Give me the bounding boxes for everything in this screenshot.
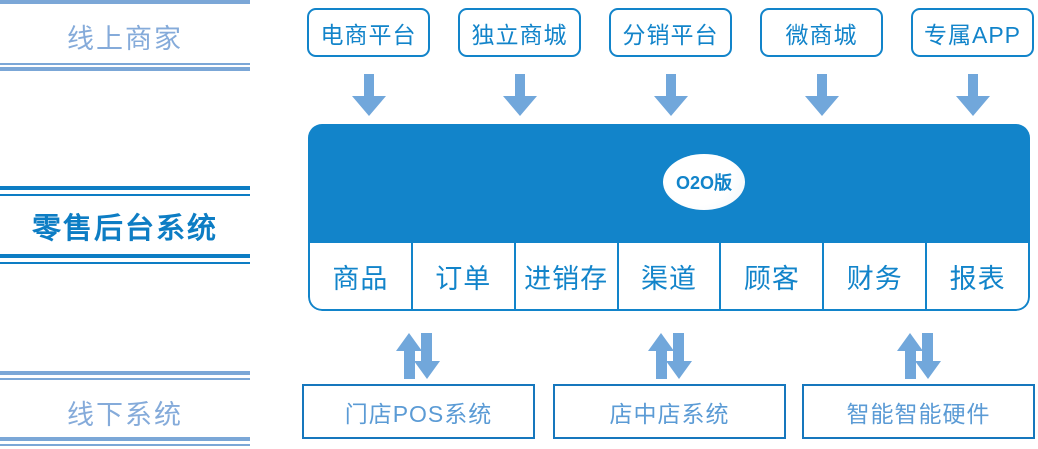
arrow-down-icon-ecommerce-platform <box>352 74 386 116</box>
arrow-bidirectional-icon-pos <box>392 333 444 379</box>
sidebar-rail-bottom-a <box>0 437 250 441</box>
channel-box-independent-mall[interactable]: 独立商城 <box>458 8 581 57</box>
sidebar-rail-offline-over-b <box>0 378 250 380</box>
module-cell-reports[interactable]: 报表 <box>949 263 1006 294</box>
channel-box-wechat-mall[interactable]: 微商城 <box>760 8 883 57</box>
tier-label-offline-systems: 线下系统 <box>67 400 183 430</box>
arrow-bidirectional-icon-shop-in-shop <box>644 333 696 379</box>
offline-box-store-pos-system[interactable]: 门店POS系统 <box>302 384 535 439</box>
sidebar-rail-top <box>0 0 250 4</box>
core-module-bar: 商品 订单 进销存 渠道 顾客 财务 报表 <box>308 243 1030 311</box>
edition-badge: O2O版 <box>663 154 745 210</box>
arrow-bidirectional-icon-smart-hardware <box>893 333 945 379</box>
arrow-down-icon-dedicated-app <box>956 74 990 116</box>
arrow-down-icon-independent-mall <box>503 74 537 116</box>
channel-box-ecommerce-platform[interactable]: 电商平台 <box>307 8 430 57</box>
channel-box-dedicated-app[interactable]: 专属APP <box>911 8 1034 57</box>
module-cell-orders[interactable]: 订单 <box>413 243 516 309</box>
module-cell-finance[interactable]: 财务 <box>824 243 928 309</box>
sidebar-rail-core-over-a <box>0 186 250 190</box>
sidebar-rail-core-under-a <box>0 254 250 258</box>
sidebar-rail-online-under-a <box>0 63 250 65</box>
module-cell-products[interactable]: 商品 <box>310 243 413 309</box>
channel-box-distribution-platform[interactable]: 分销平台 <box>609 8 732 57</box>
offline-box-smart-hardware[interactable]: 智能智能硬件 <box>802 384 1035 439</box>
tier-label-retail-backend: 零售后台系统 <box>31 213 218 245</box>
arrow-down-icon-wechat-mall <box>805 74 839 116</box>
module-cell-inventory[interactable]: 进销存 <box>516 243 619 309</box>
tier-label-online-merchants: 线上商家 <box>67 24 183 54</box>
module-cell-channels[interactable]: 渠道 <box>619 243 722 309</box>
sidebar-rail-online-under-b <box>0 67 250 71</box>
core-panel-banner: O2O版 <box>308 124 1030 243</box>
sidebar-rail-core-over-b <box>0 194 250 196</box>
sidebar-rail-core-under-b <box>0 262 250 264</box>
retail-backend-core-panel: O2O版 商品 订单 进销存 渠道 顾客 财务 报表 <box>308 124 1030 311</box>
offline-box-shop-in-shop-system[interactable]: 店中店系统 <box>553 384 786 439</box>
sidebar-rail-bottom-b <box>0 444 250 446</box>
sidebar-rail-offline-over-a <box>0 371 250 375</box>
arrow-down-icon-distribution-platform <box>654 74 688 116</box>
module-cell-customers[interactable]: 顾客 <box>721 243 825 309</box>
